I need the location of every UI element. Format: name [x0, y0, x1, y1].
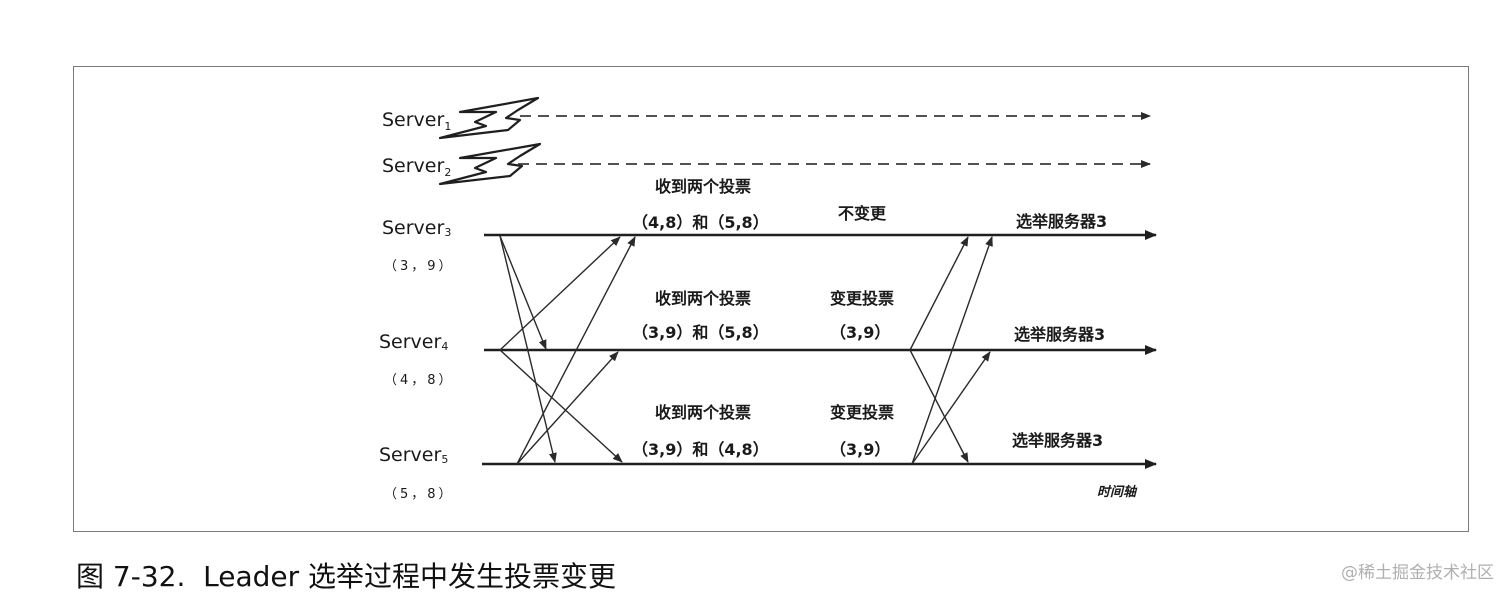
s4-change-vote: （3,9） — [830, 323, 890, 342]
figure-frame — [73, 66, 1469, 532]
s5-change-vote: （3,9） — [830, 440, 890, 459]
watermark: @稀土掘金技术社区 — [1341, 563, 1494, 583]
s5-received-votes: （3,9）和（4,8） — [632, 440, 769, 459]
msg-s3-to-s4 — [499, 235, 547, 350]
msg-s5-to-s4 — [516, 351, 619, 465]
server4-label: Server4 — [379, 331, 448, 353]
lightning-icon — [438, 96, 540, 140]
lightning-icon — [438, 142, 542, 186]
server5-label: Server5 — [379, 444, 448, 466]
msg2-s5-to-s4 — [911, 351, 991, 465]
msg-s4-to-s3 — [499, 236, 621, 351]
server3-label: Server3 — [382, 217, 451, 239]
server1-label: Server1 — [382, 109, 451, 133]
s3-election-result: 选举服务器3 — [1016, 212, 1107, 231]
s5-election-result: 选举服务器3 — [1012, 431, 1103, 450]
server2-label: Server2 — [382, 155, 451, 179]
server4-vote: （4，8） — [384, 373, 455, 388]
server5-vote: （5，8） — [384, 487, 455, 502]
msg2-s5-to-s3 — [911, 236, 993, 465]
s4-received-title: 收到两个投票 — [655, 289, 751, 308]
s3-received-votes: （4,8）和（5,8） — [632, 213, 769, 232]
time-axis-label: 时间轴 — [1097, 484, 1138, 500]
msg2-s4-to-s5 — [909, 349, 969, 463]
msg-s5-to-s3 — [516, 236, 636, 465]
s4-change-status: 变更投票 — [830, 289, 894, 308]
s3-change-status: 不变更 — [838, 204, 887, 223]
msg2-s4-to-s3 — [909, 236, 969, 351]
s3-received-title: 收到两个投票 — [655, 177, 751, 196]
s5-change-status: 变更投票 — [830, 403, 894, 422]
msg-s3-to-s5 — [499, 235, 557, 463]
figure-caption: 图 7-32. Leader 选举过程中发生投票变更 — [76, 560, 617, 593]
s4-election-result: 选举服务器3 — [1014, 325, 1105, 344]
s4-received-votes: （3,9）和（5,8） — [632, 323, 769, 342]
s5-received-title: 收到两个投票 — [655, 403, 751, 422]
msg-s4-to-s5 — [499, 349, 623, 463]
server3-vote: （3，9） — [384, 259, 455, 274]
